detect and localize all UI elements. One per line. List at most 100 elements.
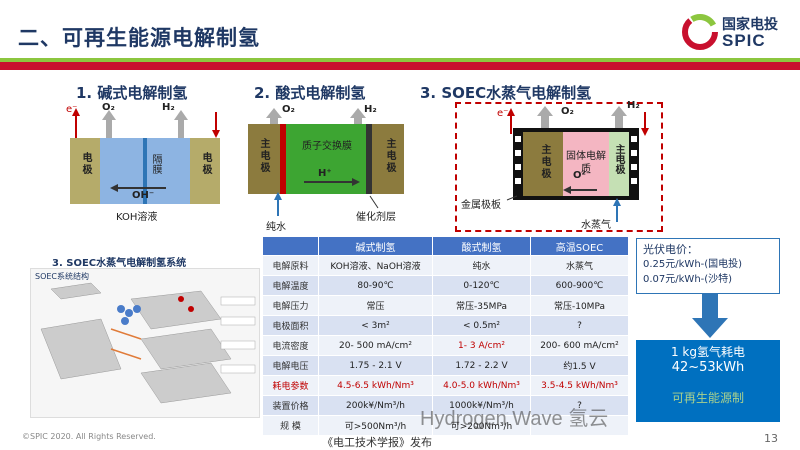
watermark-text: Hydrogen Wave 氢云 (420, 408, 609, 430)
pem-diagram-graphic (248, 108, 404, 216)
system-title: 3. SOEC水蒸气电解制氢系统 (52, 258, 187, 269)
d2-o2-label: O₂ (282, 104, 295, 115)
watermark: Hydrogen Wave 氢云 (420, 402, 608, 431)
table-row-highlight: 耗电参数 4.5-6.5 kWh/Nm³ 4.0-5.0 kWh/Nm³ 3.5… (262, 375, 629, 396)
table-cell: 可>200Nm³/h (432, 415, 531, 436)
logo-cn: 国家电投 (722, 17, 778, 33)
table-header-cell (262, 236, 319, 256)
d3-o2-label: O₂ (561, 106, 574, 117)
comparison-table-wrap: 碱式制氢 酸式制氢 高温SOEC 电解原料 KOH溶液、NaOH溶液 纯水 水蒸… (262, 236, 629, 436)
d3-h2-label: H₂ (627, 100, 640, 111)
down-arrow-icon (692, 294, 728, 338)
table-cell: 耗电参数 (262, 375, 319, 396)
table-cell: 1- 3 A/cm² (432, 335, 531, 356)
d2-left-electrode: 主电极 (258, 138, 269, 174)
table-cell: 规 模 (262, 415, 319, 436)
table-cell: 水蒸气 (530, 255, 629, 276)
d3-steam: 水蒸气 (581, 220, 611, 231)
comparison-table: 碱式制氢 酸式制氢 高温SOEC 电解原料 KOH溶液、NaOH溶液 纯水 水蒸… (262, 236, 629, 436)
table-cell: 常压-35MPa (432, 295, 531, 316)
d1-electron-label: e⁻ (66, 104, 78, 115)
d3-electrolyte: 固体电解质 (566, 151, 606, 175)
d2-h2-label: H₂ (364, 104, 377, 115)
result-line1: 1 kg氢气耗电 (670, 345, 746, 359)
solar-price-line2: 0.07元/kWh-(沙特) (643, 274, 733, 285)
page-title: 二、可再生能源电解制氢 (18, 26, 260, 50)
d3-electron-label: e⁻ (497, 108, 509, 119)
header-green-stripe (0, 58, 800, 62)
result-line3: 可再生能源制 (671, 391, 744, 405)
footer-source: 《电工技术学报》发布 (322, 436, 432, 449)
soec-system-image: SOEC系统结构 (30, 268, 260, 418)
solar-price-box: 光伏电价： 0.25元/kWh-(国电投) 0.07元/kWh-(沙特) (636, 238, 780, 294)
soec-system-graphic (40, 282, 256, 404)
spic-logo-icon (682, 14, 718, 50)
d1-right-electrode: 电极 (200, 152, 211, 176)
table-cell: 常压 (318, 295, 433, 316)
table-row: 电流密度 20- 500 mA/cm² 1- 3 A/cm² 200- 600 … (262, 335, 629, 356)
table-row: 电解电压 1.75 - 2.1 V 1.72 - 2.2 V 约1.5 V (262, 355, 629, 376)
d2-ion: H⁺ (318, 168, 332, 179)
table-cell (530, 415, 629, 436)
d2-membrane: 质子交换膜 (302, 141, 352, 152)
alkaline-diagram: e⁻ O₂ H₂ 电极 电极 隔膜 OH⁻ KOH溶液 (66, 102, 226, 234)
d1-ion: OH⁻ (132, 190, 155, 201)
table-cell: 常压-10MPa (530, 295, 629, 316)
d3-plate: 金属极板 (461, 200, 501, 211)
table-cell: < 3m² (318, 315, 433, 336)
table-cell: 80-90℃ (318, 275, 433, 296)
d2-water: 纯水 (266, 222, 286, 233)
table-row: 电极面积 < 3m² < 0.5m² ? (262, 315, 629, 336)
table-cell: 电解电压 (262, 355, 319, 376)
table-cell: 电解原料 (262, 255, 319, 276)
system-panel-header: SOEC系统结构 (35, 272, 90, 281)
d1-left-electrode: 电极 (80, 152, 91, 176)
table-cell: 4.0-5.0 kWh/Nm³ (432, 375, 531, 396)
d1-membrane: 隔膜 (150, 154, 161, 174)
table-row: 电解温度 80-90℃ 0-120℃ 600-900℃ (262, 275, 629, 296)
table-row: 电解原料 KOH溶液、NaOH溶液 纯水 水蒸气 (262, 255, 629, 276)
table-cell: KOH溶液、NaOH溶液 (318, 255, 433, 276)
table-cell: 1.72 - 2.2 V (432, 355, 531, 376)
table-cell: 电解压力 (262, 295, 319, 316)
table-cell: 4.5-6.5 kWh/Nm³ (318, 375, 433, 396)
footer-copyright: ©SPIC 2020. All Rights Reserved. (22, 432, 156, 441)
table-cell: 200k¥/Nm³/h (318, 395, 433, 416)
soec-diagram-graphic (506, 106, 649, 222)
table-row: 电解压力 常压 常压-35MPa 常压-10MPa (262, 295, 629, 316)
soec-diagram-frame: e⁻ O₂ H₂ 主电极 主电极 固体电解质 O²⁻ 金属极板 水蒸气 (455, 100, 663, 232)
table-header-cell: 高温SOEC (530, 236, 629, 256)
energy-result-box: 1 kg氢气耗电 42~53kWh 可再生能源制 (636, 340, 780, 422)
d1-h2-label: H₂ (162, 102, 175, 113)
diagram1-title: 1. 碱式电解制氢 (76, 84, 188, 102)
table-cell: 20- 500 mA/cm² (318, 335, 433, 356)
diagram3-title: 3. SOEC水蒸气电解制氢 (420, 84, 592, 102)
table-cell: 约1.5 V (530, 355, 629, 376)
d3-right-electrode: 主电极 (613, 144, 624, 174)
table-cell: 纯水 (432, 255, 531, 276)
table-cell: 可>500Nm³/h (318, 415, 433, 436)
result-line2: 42~53kWh (671, 360, 745, 375)
table-cell: 600-900℃ (530, 275, 629, 296)
table-header-cell: 碱式制氢 (318, 236, 433, 256)
table-cell: 1.75 - 2.1 V (318, 355, 433, 376)
d3-ion: O²⁻ (573, 170, 592, 181)
header-red-stripe (0, 62, 800, 70)
table-cell: ? (530, 315, 629, 336)
table-cell: 1000k¥/Nm³/h (432, 395, 531, 416)
table-header-cell: 酸式制氢 (432, 236, 531, 256)
d3-left-electrode: 主电极 (539, 144, 550, 180)
logo-en: SPIC (722, 31, 766, 50)
spic-logo: 国家电投 SPIC (682, 12, 792, 52)
table-cell: 3.5-4.5 kWh/Nm³ (530, 375, 629, 396)
diagram2-title: 2. 酸式电解制氢 (254, 84, 366, 102)
d2-catalyst: 催化剂层 (356, 212, 396, 223)
table-cell: 电流密度 (262, 335, 319, 356)
table-row: 规 模 可>500Nm³/h 可>200Nm³/h (262, 415, 629, 436)
alkaline-diagram-graphic (70, 108, 220, 204)
pem-diagram: O₂ H₂ 主电极 主电极 质子交换膜 H⁺ 纯水 催化剂层 (244, 104, 414, 234)
table-header-row: 碱式制氢 酸式制氢 高温SOEC (262, 236, 629, 256)
table-cell: 电解温度 (262, 275, 319, 296)
table-cell: < 0.5m² (432, 315, 531, 336)
d1-electrolyte: KOH溶液 (116, 212, 158, 223)
